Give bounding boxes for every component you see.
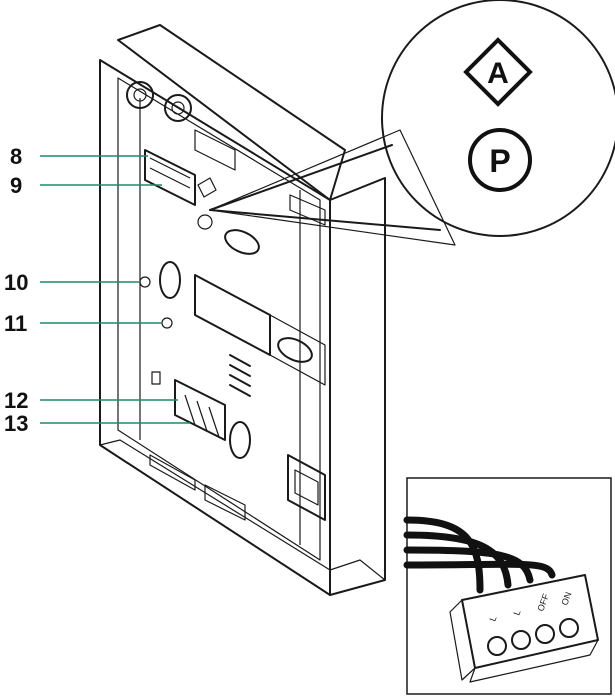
- callout-12: 12: [4, 388, 28, 413]
- callout-13: 13: [4, 411, 28, 436]
- a-symbol-icon: A: [463, 37, 533, 107]
- top-gear-clips: [126, 81, 326, 226]
- p-symbol-icon: P: [468, 128, 532, 192]
- callout-9: 9: [10, 173, 22, 198]
- p-symbol-label: P: [489, 143, 510, 179]
- terminal-label-1: L: [487, 615, 498, 623]
- callout-8: 8: [10, 144, 22, 169]
- terminal-label-2: L: [511, 609, 522, 617]
- upper-connector-block: [144, 149, 196, 206]
- wires: [403, 516, 556, 594]
- callout-10: 10: [4, 270, 28, 295]
- callout-11: 11: [4, 311, 27, 336]
- magnifier-bubble: A P: [209, 0, 615, 246]
- callouts: 8 9 10 11 12 13: [4, 144, 190, 436]
- a-symbol-label: A: [487, 57, 509, 90]
- terminal-label-4: ON: [559, 591, 573, 607]
- lower-terminal-block: [151, 371, 226, 441]
- device-back-plate: [99, 24, 386, 596]
- connector-inset: L L OFF ON: [403, 477, 612, 695]
- vent-slots: [229, 354, 251, 397]
